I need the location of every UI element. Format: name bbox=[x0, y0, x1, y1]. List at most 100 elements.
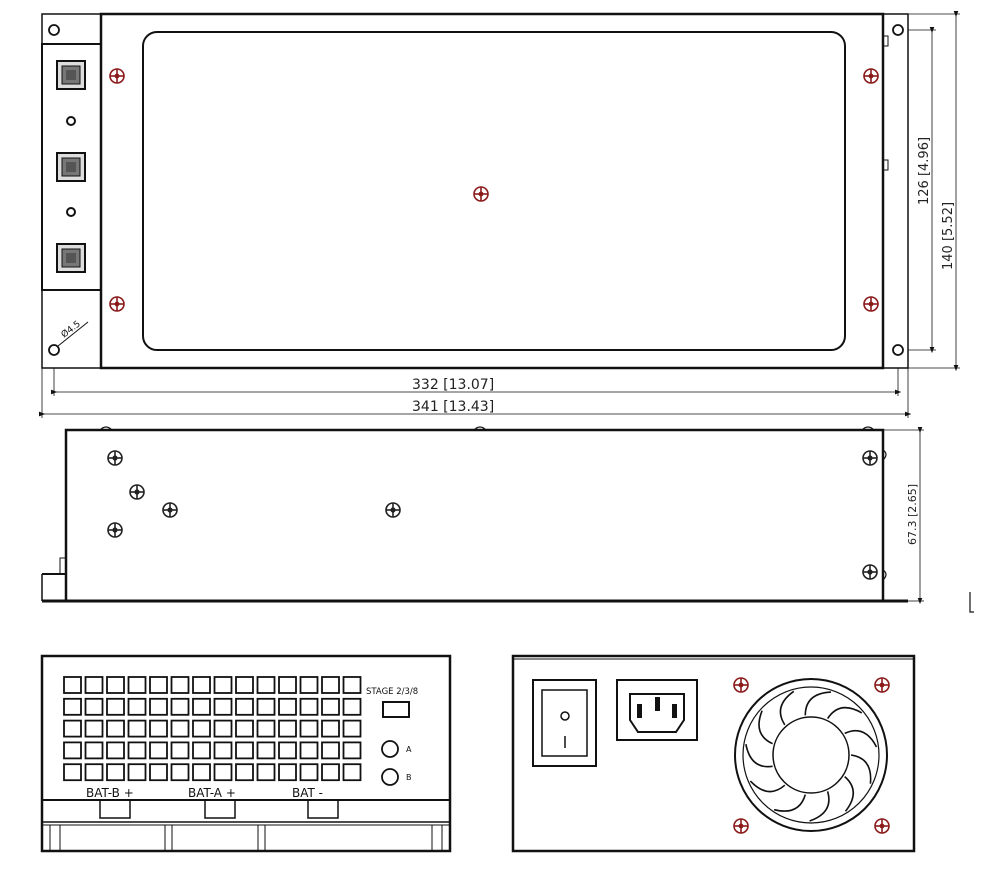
screw-icon bbox=[863, 68, 879, 84]
vent-grid bbox=[63, 676, 362, 782]
vent-slot bbox=[170, 697, 190, 716]
vent-slot bbox=[149, 697, 168, 716]
vent-slot bbox=[299, 697, 319, 716]
dimension-width: 332 [13.07] 341 [13.43] bbox=[38, 368, 912, 418]
screw-icon bbox=[129, 484, 145, 500]
dim-height-outer: 140 [5.52] bbox=[941, 202, 956, 270]
vent-slot bbox=[106, 763, 125, 782]
vent-slot bbox=[170, 676, 190, 694]
fan-blade bbox=[826, 706, 863, 720]
stage-label: STAGE 2/3/8 bbox=[366, 687, 418, 697]
vent-slot bbox=[149, 719, 168, 738]
vent-slot bbox=[192, 741, 211, 760]
vent-slot bbox=[256, 719, 276, 738]
dim-width-outer: 341 [13.43] bbox=[412, 399, 494, 415]
screw-icon bbox=[874, 677, 890, 693]
vent-slot bbox=[63, 676, 82, 694]
vent-slot bbox=[235, 719, 254, 738]
vent-slot bbox=[256, 763, 276, 782]
vent-slot bbox=[84, 676, 104, 694]
vent-slot bbox=[321, 697, 340, 716]
vent-slot bbox=[213, 763, 233, 782]
vent-slot bbox=[106, 719, 125, 738]
vent-slot bbox=[84, 697, 104, 716]
vent-slot bbox=[149, 676, 168, 694]
mount-hole-icon bbox=[892, 24, 904, 36]
mount-hole-icon bbox=[892, 344, 904, 356]
terminal-icon bbox=[56, 243, 86, 273]
vent-slot bbox=[278, 763, 297, 782]
vent-slot bbox=[321, 741, 340, 760]
vent-slot bbox=[192, 719, 211, 738]
terminal-label-bat-b: BAT-B + bbox=[86, 786, 134, 800]
screw-icon bbox=[162, 502, 178, 518]
screw-icon bbox=[733, 677, 749, 693]
front-right-outline bbox=[511, 654, 916, 853]
fan-blade bbox=[745, 744, 773, 768]
vent-slot bbox=[170, 719, 190, 738]
led-b-label: B bbox=[406, 773, 412, 782]
dimension-side-height: 67.3 [2.65] bbox=[883, 426, 924, 605]
vent-slot bbox=[127, 763, 147, 782]
led-a-icon bbox=[381, 740, 399, 758]
vent-slot bbox=[342, 719, 362, 738]
vent-slot bbox=[256, 741, 276, 760]
indicator-hole bbox=[66, 116, 76, 126]
screw-icon bbox=[109, 296, 125, 312]
vent-slot bbox=[63, 719, 82, 738]
screw-icon bbox=[473, 186, 489, 202]
vent-slot bbox=[213, 697, 233, 716]
fan-blade bbox=[850, 754, 872, 784]
screw-icon bbox=[733, 818, 749, 834]
vent-slot bbox=[106, 697, 125, 716]
vent-slot bbox=[84, 719, 104, 738]
side-view-body bbox=[64, 428, 885, 603]
power-switch-icon bbox=[532, 679, 597, 767]
stage-switch bbox=[382, 701, 410, 718]
vent-slot bbox=[127, 697, 147, 716]
top-cover-panel bbox=[142, 31, 846, 351]
vent-slot bbox=[106, 676, 125, 694]
vent-slot bbox=[321, 719, 340, 738]
vent-slot bbox=[127, 676, 147, 694]
dim-side-height: 67.3 [2.65] bbox=[906, 484, 919, 545]
screw-icon bbox=[863, 296, 879, 312]
vent-slot bbox=[278, 719, 297, 738]
vent-slot bbox=[235, 763, 254, 782]
side-view bbox=[41, 426, 908, 603]
vent-slot bbox=[192, 676, 211, 694]
dim-height-inner: 126 [4.96] bbox=[917, 137, 932, 205]
front-panel-terminals: STAGE 2/3/8 A B BAT-B + BAT-A + BAT - bbox=[40, 654, 452, 853]
mount-hole-icon bbox=[48, 344, 60, 356]
terminal-icon bbox=[56, 60, 86, 90]
fan-blade bbox=[844, 729, 878, 748]
screw-icon bbox=[107, 450, 123, 466]
vent-slot bbox=[213, 676, 233, 694]
vent-slot bbox=[278, 741, 297, 760]
fan-blade bbox=[749, 780, 786, 793]
vent-slot bbox=[299, 763, 319, 782]
vent-slot bbox=[63, 697, 82, 716]
indicator-hole bbox=[66, 207, 76, 217]
hole-diameter-label: Ø4.5 bbox=[59, 319, 83, 341]
vent-slot bbox=[149, 741, 168, 760]
vent-slot bbox=[84, 741, 104, 760]
vent-slot bbox=[106, 741, 125, 760]
terminal-tab bbox=[99, 799, 131, 819]
vent-slot bbox=[149, 763, 168, 782]
screw-icon bbox=[862, 564, 878, 580]
vent-slot bbox=[192, 697, 211, 716]
vent-slot bbox=[299, 741, 319, 760]
fan-icon bbox=[734, 678, 888, 832]
dim-width-inner: 332 [13.07] bbox=[412, 377, 494, 393]
vent-slot bbox=[342, 676, 362, 694]
vent-slot bbox=[278, 676, 297, 694]
vent-slot bbox=[321, 763, 340, 782]
vent-slot bbox=[235, 676, 254, 694]
vent-slot bbox=[278, 697, 297, 716]
vent-slot bbox=[235, 697, 254, 716]
front-panel-power bbox=[511, 654, 916, 853]
ac-inlet-icon bbox=[616, 679, 698, 741]
led-b-icon bbox=[381, 768, 399, 786]
fan-blade bbox=[804, 691, 832, 716]
